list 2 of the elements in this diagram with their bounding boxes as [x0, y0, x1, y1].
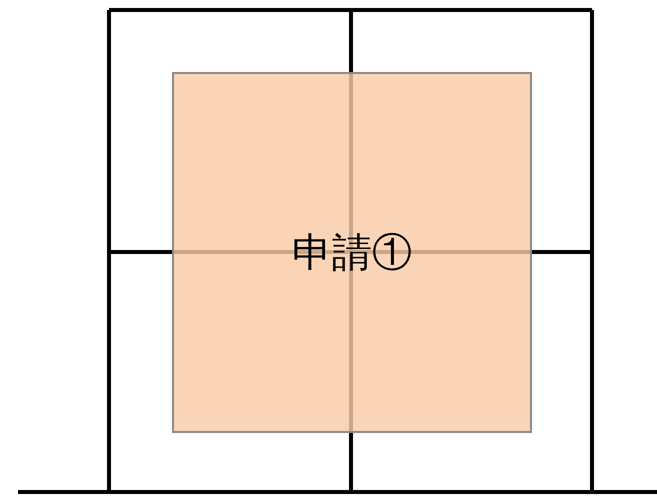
highlight-box [172, 72, 532, 433]
area-label: 申請① [292, 229, 412, 278]
